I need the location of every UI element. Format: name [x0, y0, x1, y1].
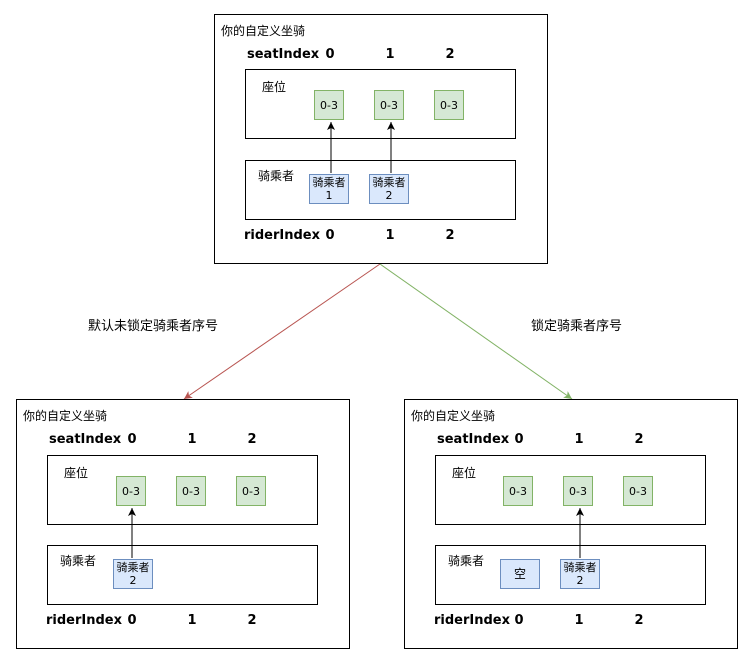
seat-group: 座位 0-3 0-3 0-3 — [245, 69, 516, 139]
panel-title: 你的自定义坐骑 — [221, 24, 306, 38]
seat-index-1: 1 — [385, 47, 395, 62]
seat-index-2: 2 — [634, 432, 644, 447]
rider-index-2: 2 — [634, 613, 644, 628]
rider-1-number: 1 — [325, 189, 333, 202]
seat-slot-2: 0-3 — [623, 476, 653, 506]
rider-1-name: 骑乘者 — [312, 176, 346, 189]
seat-index-label: seatIndex — [437, 432, 510, 447]
rider-index-0: 0 — [325, 228, 335, 243]
seat-group-label: 座位 — [452, 466, 477, 480]
seat-index-2: 2 — [247, 432, 257, 447]
seat-index-2: 2 — [445, 47, 455, 62]
edge-label-unlocked: 默认未锁定骑乘者序号 — [88, 319, 219, 334]
rider-2-number: 2 — [129, 574, 137, 587]
seat-slot-1: 0-3 — [374, 90, 404, 120]
panel-title: 你的自定义坐骑 — [23, 409, 108, 423]
seat-group: 座位 0-3 0-3 0-3 — [47, 455, 318, 525]
seat-slot-0: 0-3 — [314, 90, 344, 120]
rider-index-1: 1 — [187, 613, 197, 628]
rider-index-2: 2 — [445, 228, 455, 243]
empty-slot-label: 空 — [513, 566, 526, 581]
seat-slot-0: 0-3 — [503, 476, 533, 506]
rider-index-label: riderIndex — [244, 228, 321, 243]
seat-slot-1: 0-3 — [563, 476, 593, 506]
panel-unlocked: 你的自定义坐骑 seatIndex 0 1 2 座位 0-3 0-3 0-3 骑… — [16, 399, 350, 649]
rider-2-name: 骑乘者 — [372, 176, 406, 189]
seat-index-label: seatIndex — [49, 432, 122, 447]
seat-slot-2: 0-3 — [236, 476, 266, 506]
seat-index-1: 1 — [187, 432, 197, 447]
panel-title: 你的自定义坐骑 — [411, 409, 496, 423]
left-arrows — [128, 508, 136, 558]
rider-2-name: 骑乘者 — [563, 561, 597, 574]
rider-group-label: 骑乘者 — [60, 554, 97, 568]
seat-index-0: 0 — [514, 432, 524, 447]
rider-2: 骑乘者 2 — [369, 174, 409, 204]
rider-index-0: 0 — [127, 613, 137, 628]
seat-index-0: 0 — [127, 432, 137, 447]
rider-group-label: 骑乘者 — [448, 554, 485, 568]
right-arrows — [576, 508, 584, 558]
rider-2-number: 2 — [576, 574, 584, 587]
top-arrows — [327, 122, 395, 173]
seat-group-label: 座位 — [64, 466, 89, 480]
rider-2-number: 2 — [385, 189, 393, 202]
seat-slot-2: 0-3 — [434, 90, 464, 120]
rider-1: 骑乘者 1 — [309, 174, 349, 204]
edge-label-locked: 锁定骑乘者序号 — [531, 319, 623, 334]
rider-index-label: riderIndex — [434, 613, 511, 628]
panel-locked: 你的自定义坐骑 seatIndex 0 1 2 座位 0-3 0-3 0-3 骑… — [404, 399, 738, 649]
seat-index-0: 0 — [325, 47, 335, 62]
rider-index-1: 1 — [385, 228, 395, 243]
rider-group: 骑乘者 骑乘者 2 — [47, 545, 318, 605]
seat-slot-0: 0-3 — [116, 476, 146, 506]
rider-group-label: 骑乘者 — [258, 169, 295, 183]
seat-slot-1: 0-3 — [176, 476, 206, 506]
seat-group: 座位 0-3 0-3 0-3 — [435, 455, 706, 525]
edge-to-locked — [379, 263, 573, 400]
rider-group: 骑乘者 骑乘者 1 骑乘者 2 — [245, 160, 516, 220]
rider-2: 骑乘者 2 — [560, 559, 600, 589]
rider-2-name: 骑乘者 — [116, 561, 150, 574]
seat-index-1: 1 — [574, 432, 584, 447]
rider-2: 骑乘者 2 — [113, 559, 153, 589]
seat-group-label: 座位 — [262, 80, 287, 94]
rider-index-2: 2 — [247, 613, 257, 628]
rider-index-label: riderIndex — [46, 613, 123, 628]
rider-index-0: 0 — [514, 613, 524, 628]
rider-empty-slot: 空 — [500, 559, 540, 589]
rider-group: 骑乘者 空 骑乘者 2 — [435, 545, 706, 605]
seat-index-label: seatIndex — [247, 47, 320, 62]
edge-to-unlocked — [183, 263, 381, 400]
rider-index-1: 1 — [574, 613, 584, 628]
panel-original: 你的自定义坐骑 seatIndex 0 1 2 座位 0-3 0-3 0-3 骑… — [214, 14, 548, 264]
